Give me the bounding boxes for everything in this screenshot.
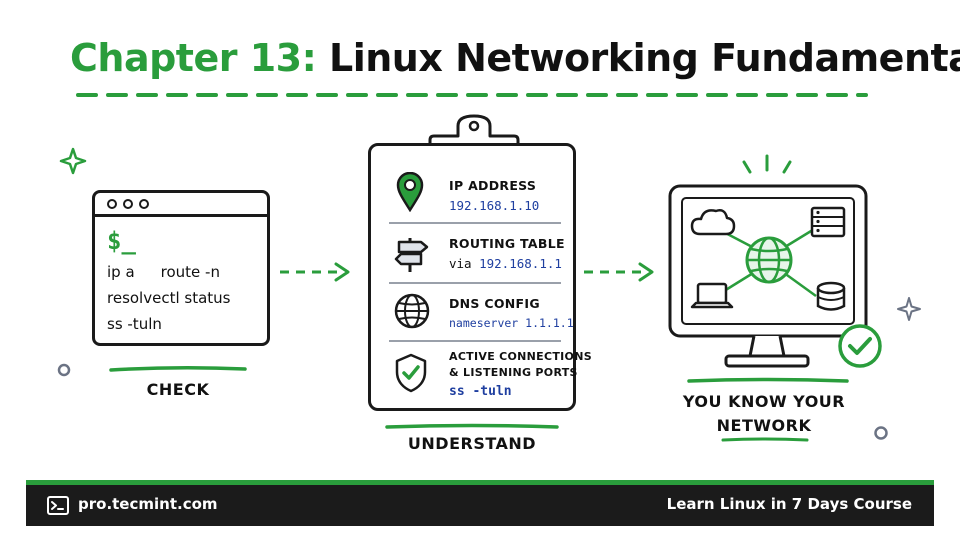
window-dot [139,199,149,209]
footer-url-link[interactable]: pro.tecmint.com [78,495,218,513]
network-word-underline [721,437,809,442]
title-underline [76,93,868,97]
arrow-right-icon [584,262,654,282]
window-dot [107,199,117,209]
terminal-prompt: $_ [107,227,136,255]
footer-course-title: Learn Linux in 7 Days Course [666,495,912,513]
clipboard-panel: IP ADDRESS 192.168.1.10 ROUTING TABLE vi… [368,143,592,411]
circle-decoration [57,363,71,377]
row-connections-value: ss -tuln [449,384,512,399]
terminal-icon [47,496,69,515]
understand-underline [385,423,559,429]
command-resolvectl: resolvectl status [107,289,231,307]
row-ip-title: IP ADDRESS [449,178,537,193]
sparkle-icon [59,147,87,175]
row-ip-value: 192.168.1.10 [449,198,540,213]
row-routing-title: ROUTING TABLE [449,236,565,251]
row-routing-value: via 192.168.1.1 [449,256,562,271]
row-dns-title: DNS CONFIG [449,296,540,311]
step-know-label-1: YOU KNOW YOUR [682,392,846,411]
circle-decoration [874,426,888,440]
routing-prefix: via [449,256,472,271]
page-title: Chapter 13: Linux Networking Fundamental… [70,36,960,80]
step-check-label: CHECK [146,380,210,399]
divider [389,222,561,224]
arrow-right-icon [280,262,350,282]
row-dns-value: nameserver 1.1.1.1 [449,316,574,330]
map-pin-icon [396,172,424,212]
monitor-illustration [668,154,882,368]
command-route: route -n [160,263,220,281]
step-know-label-2: NETWORK [716,416,812,435]
row-connections-title-2: & LISTENING PORTS [449,366,578,379]
footer-bar: pro.tecmint.com Learn Linux in 7 Days Co… [26,480,934,526]
routing-gateway: 192.168.1.1 [479,256,562,271]
terminal-command: ip a route -n [107,263,220,281]
divider [389,282,561,284]
command-ip-a: ip a [107,263,135,281]
terminal-window: $_ ip a route -n resolvectl status ss -tu… [92,190,270,346]
divider [389,340,561,342]
title-topic: Linux Networking Fundamentals [329,36,960,80]
title-chapter: Chapter 13: [70,36,317,80]
check-underline [109,365,247,372]
row-connections-title-1: ACTIVE CONNECTIONS [449,350,592,363]
network-underline [687,377,849,383]
globe-icon [394,293,430,329]
sparkle-icon [897,297,921,321]
command-ss: ss -tuln [107,315,162,333]
window-dot [123,199,133,209]
shield-check-icon [395,353,427,393]
step-understand-label: UNDERSTAND [407,434,537,453]
terminal-titlebar [95,193,267,217]
signpost-icon [394,238,429,272]
